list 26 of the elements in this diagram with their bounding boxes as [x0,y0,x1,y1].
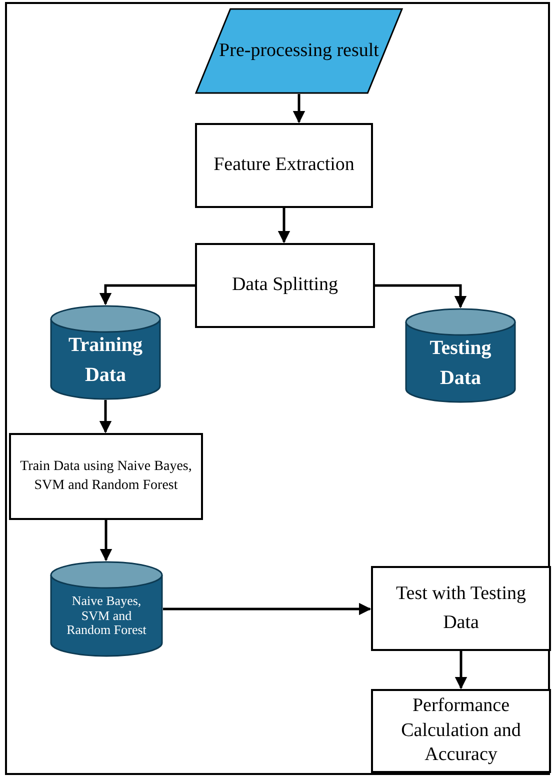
database-cylinder [405,308,516,403]
node-label: Naive Bayes, SVM and Random Forest [66,594,148,638]
node-label: Data Splitting [232,273,338,298]
node-label: Feature Extraction [214,153,354,178]
process-box [195,123,373,208]
process-box [9,433,203,520]
process-box [371,689,551,773]
arrow [99,400,112,434]
arrow [454,651,468,690]
arrow [375,284,467,308]
node-label: Training Data [67,332,144,388]
node-label: Test with Testing Data [395,582,527,634]
arrow [292,94,306,124]
process-box [195,243,375,328]
node-label: Train Data using Naive Bayes, SVM and Random Forest [19,458,193,494]
database-cylinder [50,561,163,657]
database-cylinder [50,305,161,400]
process-box [371,566,551,651]
node-label: Performance Calculation and Accuracy [400,694,522,768]
arrow [99,284,195,306]
node-label: Pre-processing result [219,38,379,63]
arrow [278,208,290,244]
data-parallelogram [195,8,403,94]
node-label: Testing Data [428,336,492,390]
arrow [100,520,112,562]
arrow [163,602,372,616]
